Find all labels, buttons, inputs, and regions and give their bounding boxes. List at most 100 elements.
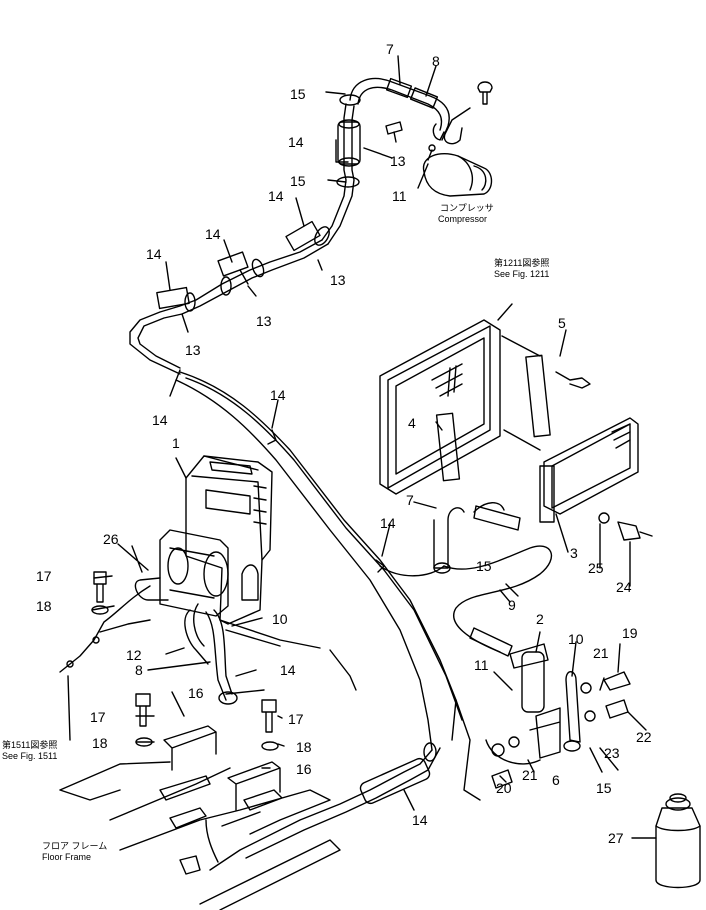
- ac-unit-1: [186, 456, 272, 624]
- callout-10-right: 10: [568, 631, 584, 647]
- callout-6: 6: [552, 772, 560, 788]
- callout-13-b: 13: [330, 272, 346, 288]
- callout-25: 25: [588, 560, 604, 576]
- floor-frame: [60, 762, 340, 910]
- callout-17-b: 17: [90, 709, 106, 725]
- clamp-15-top: [340, 95, 360, 105]
- pipe-10: [566, 672, 580, 742]
- callout-7-top: 7: [386, 41, 394, 57]
- callout-15-right: 15: [596, 780, 612, 796]
- callout-16-a: 16: [188, 685, 204, 701]
- callout-21-top: 21: [593, 645, 609, 661]
- fig1211-label-en: See Fig. 1211: [494, 269, 550, 279]
- receiver-bottle-27: [656, 808, 700, 888]
- callout-15-top: 15: [290, 86, 306, 102]
- callout-13-c: 13: [256, 313, 272, 329]
- callout-9: 9: [508, 597, 516, 613]
- callout-15-mid: 15: [290, 173, 306, 189]
- callout-18-a: 18: [36, 598, 52, 614]
- callout-22: 22: [636, 729, 652, 745]
- callout-14-d: 14: [146, 246, 162, 262]
- compressor-body: [423, 154, 491, 196]
- callout-11-top: 11: [392, 188, 407, 204]
- protector-14-bottom: [359, 757, 432, 806]
- bracket-16-b: [228, 762, 280, 810]
- receiver-drier-2: [522, 652, 544, 712]
- callout-13-top: 13: [390, 153, 406, 169]
- clamp-15-mid: [337, 177, 359, 187]
- hose-8: [206, 612, 226, 700]
- hose-upper-loop: [350, 79, 449, 140]
- hose-main-a: [180, 372, 456, 740]
- callout-27: 27: [608, 830, 624, 846]
- washer-25: [599, 513, 609, 523]
- callout-17-c: 17: [288, 711, 304, 727]
- clamp-15-low: [434, 563, 450, 573]
- callout-19: 19: [622, 625, 638, 641]
- pipe-7-lower: [434, 508, 464, 568]
- callout-12: 12: [126, 647, 142, 663]
- compressor-label-en: Compressor: [438, 214, 488, 224]
- callout-24: 24: [616, 579, 632, 595]
- bolt-small: [386, 122, 402, 142]
- callout-2: 2: [536, 611, 544, 627]
- callout-13-d: 13: [185, 342, 201, 358]
- callout-7-low: 7: [406, 492, 414, 508]
- callout-4: 4: [408, 415, 416, 431]
- hose-vertical-upper: [322, 104, 346, 240]
- callout-18-b: 18: [92, 735, 108, 751]
- fig1511-label-jp: 第1511図参照: [2, 740, 58, 750]
- protector-14-c: [218, 252, 248, 276]
- hose-9: [444, 546, 551, 652]
- bolt-17-b: [136, 694, 150, 726]
- bracket-4: [437, 413, 460, 480]
- callout-14-c: 14: [205, 226, 221, 242]
- callout-3: 3: [570, 545, 578, 561]
- condenser-frame: [380, 320, 500, 494]
- callout-21-low: 21: [522, 767, 538, 783]
- bracket-6: [530, 708, 560, 758]
- protector-14-d: [157, 288, 189, 309]
- callout-14-b: 14: [268, 188, 284, 204]
- callout-14-bottom: 14: [412, 812, 428, 828]
- callout-11-low: 11: [474, 657, 489, 673]
- callout-8-low: 8: [135, 662, 143, 678]
- hose-main-b: [176, 380, 432, 750]
- washer-18-c: [262, 742, 278, 750]
- floor-frame-label-en: Floor Frame: [42, 852, 92, 862]
- bolt-17-c: [262, 700, 276, 732]
- fig1211-label-jp: 第1211図参照: [494, 258, 550, 268]
- callout-10-left: 10: [272, 611, 288, 627]
- protector-14-b: [286, 222, 320, 251]
- bracket-3: [540, 466, 554, 522]
- condenser-3: [544, 418, 638, 514]
- compressor-label-jp: コンプレッサ: [440, 203, 494, 213]
- callout-14-g: 14: [380, 515, 396, 531]
- fitting-7: [387, 79, 412, 98]
- bolt-17-a: [94, 572, 106, 602]
- callout-14-f: 14: [270, 387, 286, 403]
- callout-16-b: 16: [296, 761, 312, 777]
- floor-frame-label-jp: フロア フレーム: [42, 841, 108, 851]
- callout-1: 1: [172, 435, 180, 451]
- callout-23: 23: [604, 745, 620, 761]
- hose-bottom: [210, 750, 432, 870]
- bolt-24: [618, 522, 652, 540]
- hose-end-fitting: [470, 628, 512, 656]
- callout-26: 26: [103, 531, 119, 547]
- bracket-16-a: [164, 726, 216, 770]
- fitting-8: [411, 88, 438, 108]
- fig1511-label-en: See Fig. 1511: [2, 751, 58, 761]
- callout-18-c: 18: [296, 739, 312, 755]
- harness-left: [60, 586, 150, 672]
- bolt-top: [478, 82, 492, 104]
- callout-17-a: 17: [36, 568, 52, 584]
- callout-5: 5: [558, 315, 566, 331]
- hose-12: [185, 610, 208, 664]
- bracket-5: [526, 355, 550, 436]
- callout-20: 20: [496, 780, 512, 796]
- callout-8-top: 8: [432, 53, 440, 69]
- callout-14-h: 14: [280, 662, 296, 678]
- callout-14-e: 14: [152, 412, 168, 428]
